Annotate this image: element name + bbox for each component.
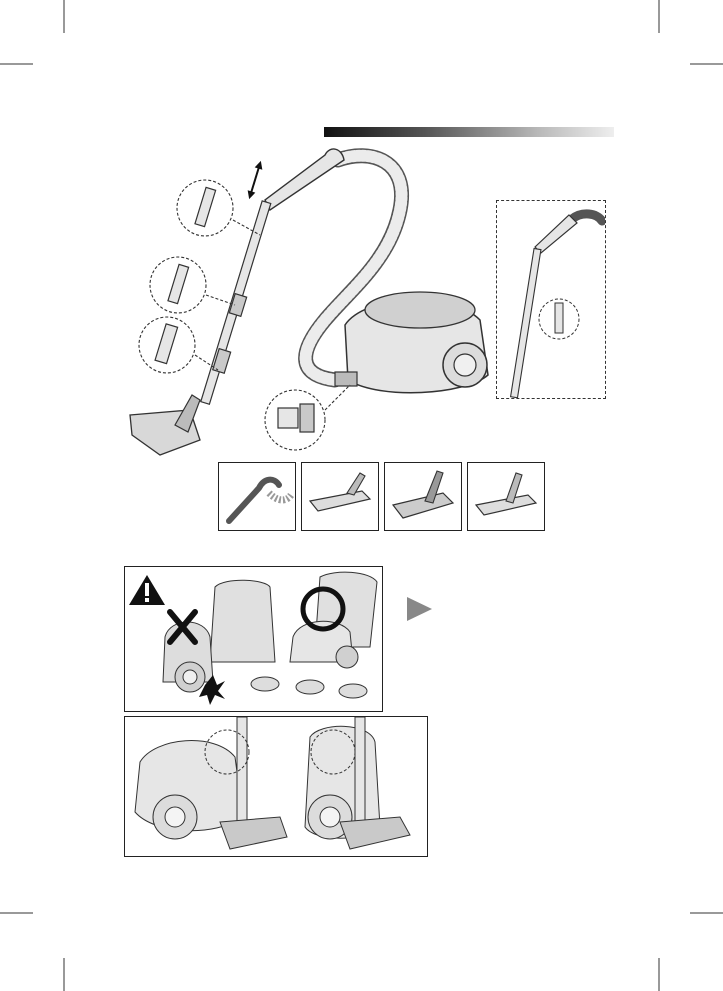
turbo-brush-accessory	[385, 463, 461, 530]
storage-illustration	[125, 717, 427, 856]
floor-nozzle-flat-accessory	[302, 463, 378, 530]
storage-position-panel	[124, 716, 428, 857]
carry-warning-panel	[124, 566, 383, 712]
handle-hose-accessory	[219, 463, 295, 530]
vacuum-body	[335, 292, 488, 393]
extended-pipe-illustration	[497, 201, 605, 398]
floor-nozzle-accessory	[468, 463, 544, 530]
play-arrow-icon	[405, 596, 433, 622]
floor-nozzle	[130, 395, 200, 455]
extended-pipe-panel	[496, 200, 606, 399]
warning-triangle-icon	[129, 575, 165, 605]
double-arrow-icon	[245, 160, 264, 201]
handle	[265, 149, 344, 210]
carry-warning-illustration	[125, 567, 382, 711]
accessory-tile	[218, 462, 296, 531]
accessory-tile	[301, 462, 379, 531]
accessory-tile	[467, 462, 545, 531]
header-gradient-bar	[324, 127, 614, 137]
vacuum-assembly-illustration	[120, 140, 500, 460]
accessory-tile	[384, 462, 462, 531]
